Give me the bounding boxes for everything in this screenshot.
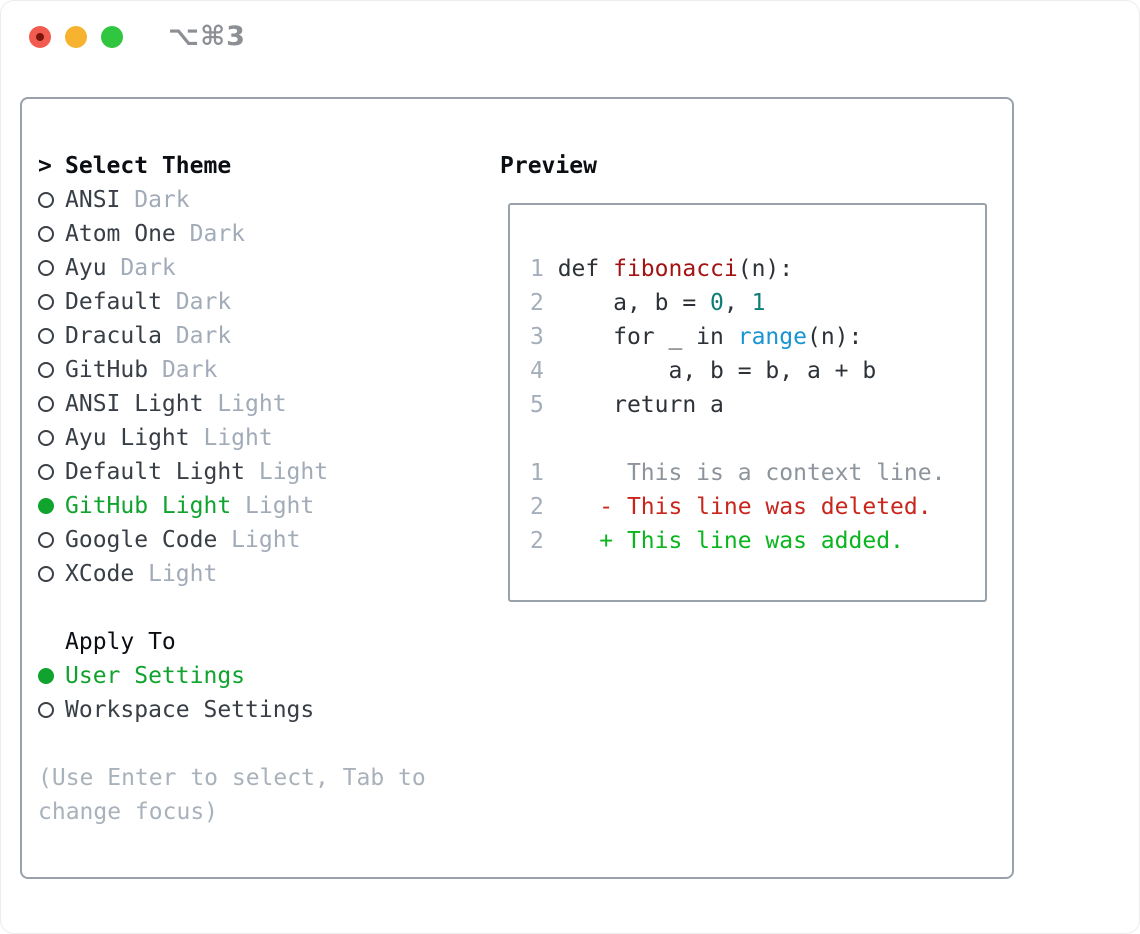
code-line: 1 This is a context line. — [530, 460, 946, 486]
radio-icon — [38, 532, 65, 548]
radio-icon — [38, 464, 65, 480]
theme-name: ANSI Light — [65, 391, 204, 417]
code-line: 2 - This line was deleted. — [530, 494, 932, 520]
theme-variant-tag: Dark — [148, 357, 218, 383]
theme-variant-tag: Light — [189, 425, 273, 451]
theme-option[interactable]: Default Light Light — [38, 455, 426, 489]
help-line: change focus) — [38, 799, 219, 825]
theme-variant-tag: Dark — [161, 323, 232, 349]
theme-option[interactable]: Ayu Dark — [38, 251, 426, 285]
apply-to-heading: Apply To — [38, 625, 426, 659]
theme-name: Default — [65, 289, 162, 315]
radio-icon — [38, 192, 65, 208]
theme-name: Google Code — [65, 527, 218, 553]
radio-icon — [38, 566, 65, 582]
code-line: 2 a, b = 0, 1 — [530, 290, 766, 316]
close-button[interactable] — [29, 26, 51, 48]
theme-variant-tag: Light — [203, 391, 287, 417]
window-shortcut-label: ⌥⌘3 — [168, 21, 246, 52]
theme-name: GitHub — [65, 357, 149, 383]
radio-icon — [38, 702, 65, 718]
apply-to-option[interactable]: User Settings — [38, 659, 426, 693]
spacer — [38, 727, 426, 761]
apply-to-option-label: Workspace Settings — [65, 697, 315, 723]
theme-name: Atom One — [65, 221, 176, 247]
preview-heading: Preview — [500, 149, 597, 183]
radio-icon — [38, 294, 65, 310]
code-line: 3 for _ in range(n): — [530, 324, 863, 350]
radio-selected-icon — [38, 668, 65, 684]
preview-code: 1 def fibonacci(n): 2 a, b = 0, 1 3 for _ … — [510, 205, 985, 558]
apply-to-option-label: User Settings — [65, 663, 246, 689]
radio-icon — [38, 226, 65, 242]
theme-variant-tag: Dark — [161, 289, 232, 315]
code-line: 4 a, b = b, a + b — [530, 358, 877, 384]
code-line: 1 def fibonacci(n): — [530, 256, 794, 282]
radio-icon — [38, 260, 65, 276]
theme-name: Default Light — [65, 459, 246, 485]
theme-option[interactable]: XCode Light — [38, 557, 426, 591]
theme-option[interactable]: Google Code Light — [38, 523, 426, 557]
theme-name: Dracula — [65, 323, 162, 349]
theme-variant-tag: Light — [245, 459, 329, 485]
theme-option[interactable]: Ayu Light Light — [38, 421, 426, 455]
theme-option[interactable]: GitHub Dark — [38, 353, 426, 387]
theme-name: Ayu Light — [65, 425, 190, 451]
theme-variant-tag: Dark — [175, 221, 246, 247]
theme-variant-tag: Dark — [106, 255, 176, 281]
theme-option[interactable]: ANSI Light Light — [38, 387, 426, 421]
theme-option[interactable]: Dracula Dark — [38, 319, 426, 353]
theme-option[interactable]: Default Dark — [38, 285, 426, 319]
preview-box: 1 def fibonacci(n): 2 a, b = 0, 1 3 for _ … — [508, 203, 987, 602]
theme-variant-tag: Light — [231, 493, 315, 519]
theme-name: ANSI — [65, 187, 121, 213]
maximize-button[interactable] — [101, 26, 123, 48]
radio-selected-icon — [38, 498, 65, 514]
close-dot-icon — [36, 33, 44, 41]
radio-icon — [38, 430, 65, 446]
theme-variant-tag: Light — [134, 561, 218, 587]
radio-icon — [38, 396, 65, 412]
theme-name: Ayu — [65, 255, 107, 281]
radio-icon — [38, 362, 65, 378]
apply-to-heading-label: Apply To — [65, 629, 176, 655]
apply-to-option[interactable]: Workspace Settings — [38, 693, 426, 727]
help-text: (Use Enter to select, Tab to change focus… — [38, 761, 426, 829]
minimize-button[interactable] — [65, 26, 87, 48]
titlebar: ⌥⌘3 — [0, 0, 1140, 76]
theme-variant-tag: Dark — [120, 187, 190, 213]
theme-name: GitHub Light — [65, 493, 232, 519]
radio-icon — [38, 328, 65, 344]
theme-option[interactable]: GitHub Light Light — [38, 489, 426, 523]
code-line — [530, 422, 985, 456]
select-theme-heading-label: Select Theme — [65, 153, 232, 179]
theme-option[interactable]: Atom One Dark — [38, 217, 426, 251]
code-line: 5 return a — [530, 392, 724, 418]
spacer — [38, 591, 426, 625]
code-line: 2 + This line was added. — [530, 528, 904, 554]
help-line: (Use Enter to select, Tab to — [38, 765, 426, 791]
preview-heading-label: Preview — [500, 153, 597, 179]
theme-name: XCode — [65, 561, 135, 587]
theme-option[interactable]: ANSI Dark — [38, 183, 426, 217]
caret-icon: > — [38, 153, 52, 179]
theme-variant-tag: Light — [217, 527, 301, 553]
select-theme-heading: > Select Theme — [38, 149, 426, 183]
